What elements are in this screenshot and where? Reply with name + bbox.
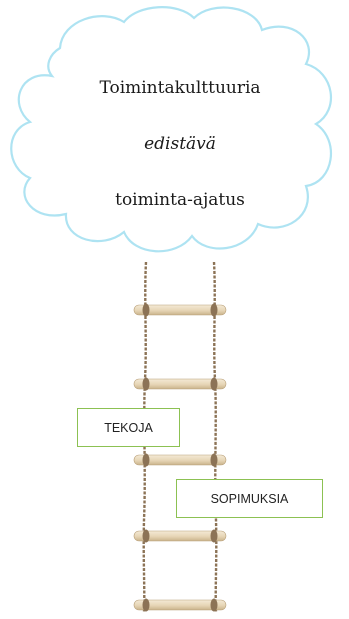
label-sopimuksia: SOPIMUKSIA (176, 479, 323, 518)
label-sopimuksia-text: SOPIMUKSIA (210, 491, 289, 506)
rope-knot (142, 598, 150, 612)
ladder-rung (133, 378, 227, 390)
rope-knot (210, 598, 218, 612)
ladder-rung (133, 304, 227, 316)
rope-knot (142, 529, 150, 543)
label-tekoja-text: TEKOJA (104, 420, 153, 435)
cloud-text-line-1: Toimintakulttuuria (99, 78, 261, 98)
thought-cloud (10, 6, 333, 253)
rope-knot (142, 453, 150, 467)
cloud-text-line-3: toiminta-ajatus (115, 190, 245, 210)
rope-knot (142, 377, 150, 391)
rope-knot (210, 453, 218, 467)
cloud-text-line-2: edistävä (144, 134, 216, 154)
ladder (133, 261, 227, 613)
rope-knot (210, 303, 218, 317)
rope-knot (210, 529, 218, 543)
rope-knot (142, 303, 150, 317)
rope-knot (210, 377, 218, 391)
ladder-rung (133, 599, 227, 611)
ladder-rung (133, 454, 227, 466)
label-tekoja: TEKOJA (77, 408, 180, 447)
ladder-rung (133, 530, 227, 542)
